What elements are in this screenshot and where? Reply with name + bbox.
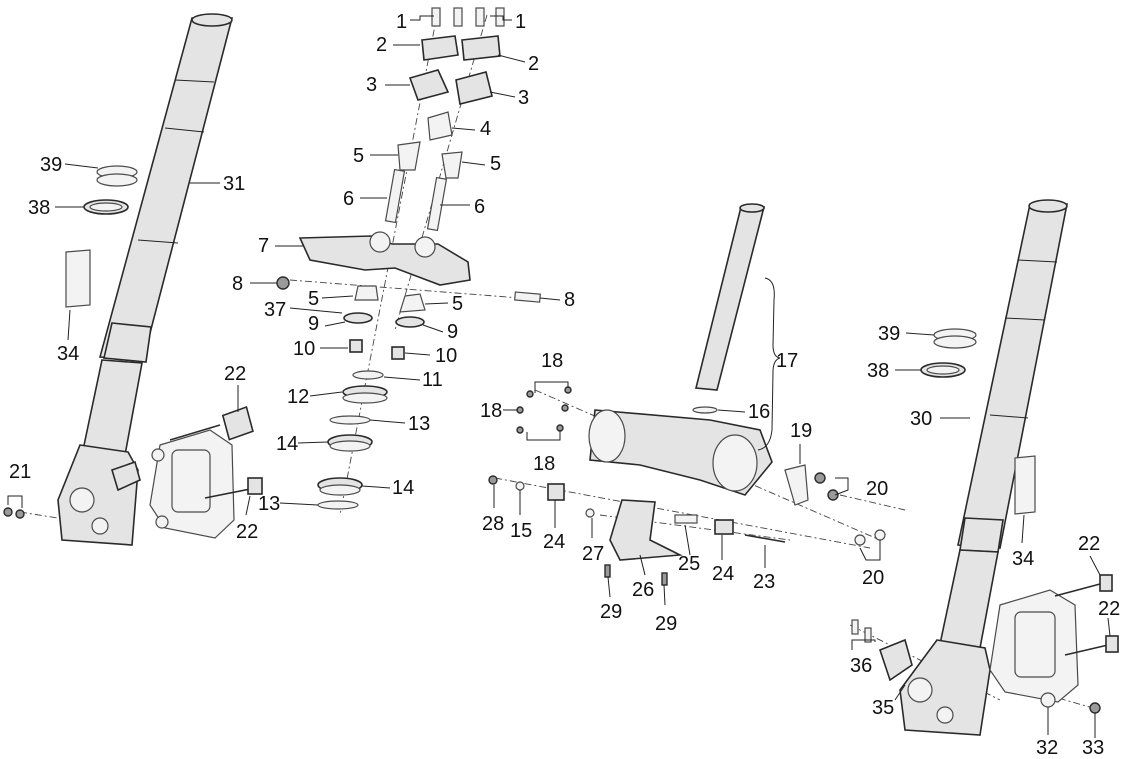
callout-38-left: 38 — [28, 197, 50, 219]
callout-14-upper: 14 — [276, 433, 298, 455]
callout-5-lower-left: 5 — [308, 288, 319, 310]
callout-24-right: 24 — [712, 563, 734, 585]
callout-26: 26 — [632, 579, 654, 601]
callout-31: 31 — [223, 173, 245, 195]
callout-8-right: 8 — [564, 289, 575, 311]
callout-19: 19 — [790, 420, 812, 442]
callout-1-right: 1 — [515, 11, 526, 33]
callout-29-left: 29 — [600, 601, 622, 623]
callout-22-left-upper: 22 — [224, 363, 246, 385]
callout-9-right: 9 — [447, 321, 458, 343]
callout-30: 30 — [910, 408, 932, 430]
handlebar-clamps — [384, 7, 505, 232]
callout-6-right: 6 — [474, 196, 485, 218]
callout-20-lower: 20 — [862, 567, 884, 589]
screws-18 — [516, 386, 572, 434]
left-fork-leg — [57, 13, 234, 546]
callout-13-upper: 13 — [408, 413, 430, 435]
callout-13-lower: 13 — [258, 493, 280, 515]
callout-36: 36 — [850, 655, 872, 677]
callout-10-right: 10 — [435, 345, 457, 367]
callout-5-upper-left: 5 — [353, 145, 364, 167]
right-fork-leg — [879, 199, 1068, 736]
callout-34-right: 34 — [1012, 548, 1034, 570]
callout-20-upper: 20 — [866, 478, 888, 500]
callout-34-left: 34 — [57, 343, 79, 365]
callout-14-lower: 14 — [392, 477, 414, 499]
callout-27: 27 — [582, 543, 604, 565]
callout-2-left: 2 — [376, 34, 387, 56]
callout-3-left: 3 — [366, 74, 377, 96]
callout-28: 28 — [482, 513, 504, 535]
callout-37: 37 — [264, 299, 286, 321]
right-small-parts — [851, 328, 1119, 714]
callout-22-left-lower: 22 — [236, 521, 258, 543]
callout-18-bottom: 18 — [533, 453, 555, 475]
callout-6-left: 6 — [343, 188, 354, 210]
callout-39-left: 39 — [40, 154, 62, 176]
callout-35: 35 — [872, 697, 894, 719]
callout-23: 23 — [753, 571, 775, 593]
callout-2-right: 2 — [528, 53, 539, 75]
callout-25: 25 — [678, 553, 700, 575]
callout-24-left: 24 — [543, 531, 565, 553]
callout-22-right-lower: 22 — [1098, 598, 1120, 620]
callout-32: 32 — [1036, 737, 1058, 759]
steering-stem-parts — [317, 285, 426, 510]
callout-8-left: 8 — [232, 273, 243, 295]
callout-17: 17 — [776, 350, 798, 372]
callout-33: 33 — [1082, 737, 1104, 759]
callout-18-top: 18 — [541, 350, 563, 372]
callout-5-lower-right: 5 — [452, 293, 463, 315]
left-brake-caliper — [149, 429, 235, 539]
callout-29-right: 29 — [655, 613, 677, 635]
callout-38-right: 38 — [867, 360, 889, 382]
callout-1-left: 1 — [396, 11, 407, 33]
lower-triple-clamp — [588, 203, 886, 546]
callout-9-left: 9 — [308, 313, 319, 335]
callout-10-left: 10 — [293, 338, 315, 360]
callout-12: 12 — [287, 386, 309, 408]
callout-labels: 1 1 2 2 3 3 4 5 5 6 6 7 8 8 5 5 37 9 9 1… — [9, 11, 1120, 759]
callout-7: 7 — [258, 235, 269, 257]
callout-5-upper-right: 5 — [490, 153, 501, 175]
callout-11: 11 — [422, 369, 443, 391]
right-brake-caliper — [989, 589, 1079, 703]
callout-18-middle: 18 — [480, 400, 502, 422]
callout-3-right: 3 — [518, 87, 529, 109]
leader-lines — [7, 15, 1111, 738]
callout-4: 4 — [480, 118, 491, 140]
callout-22-right-upper: 22 — [1078, 533, 1100, 555]
callout-16: 16 — [748, 401, 770, 423]
callout-39-right: 39 — [878, 323, 900, 345]
callout-21: 21 — [9, 461, 31, 483]
callout-15: 15 — [510, 520, 532, 542]
upper-triple-clamp — [276, 231, 541, 303]
